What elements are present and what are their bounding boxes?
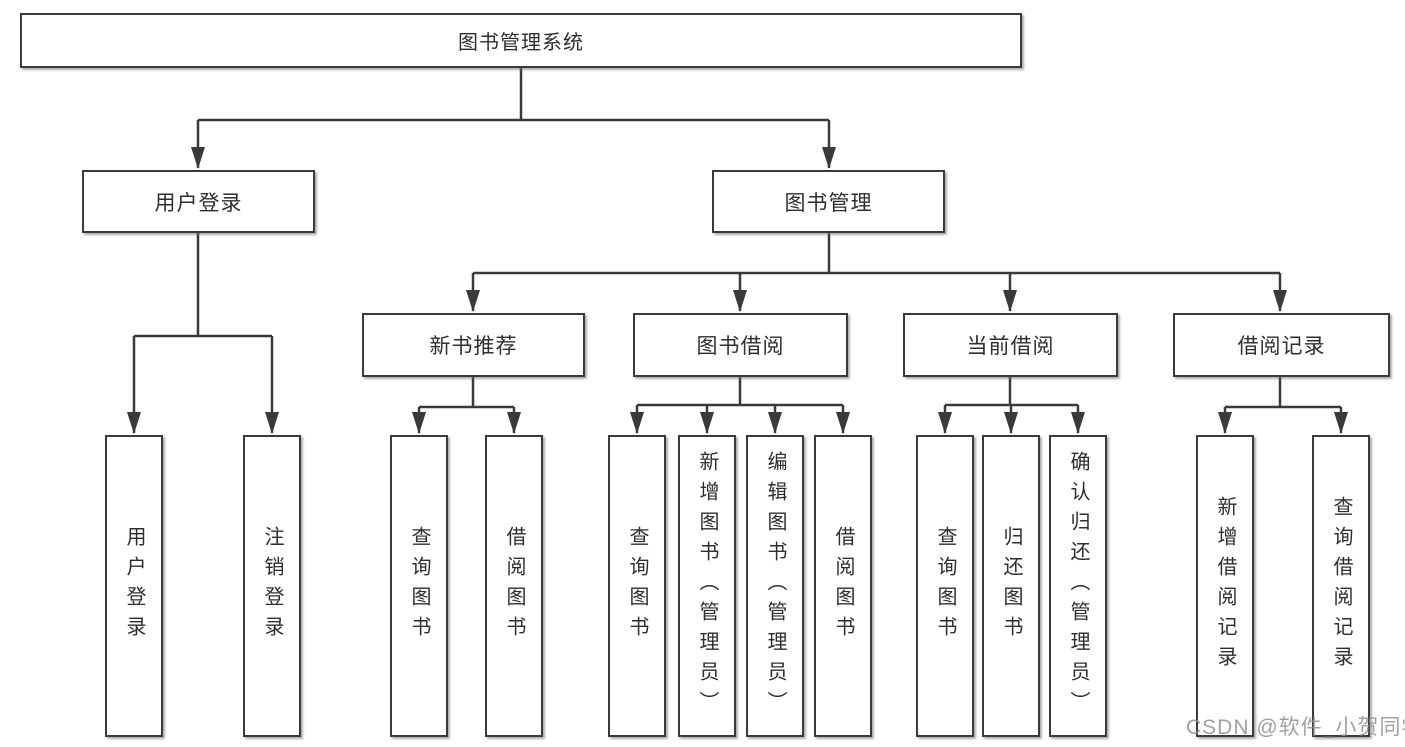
node-leaf-query-books-recommend-label: 查询图书 [408,526,430,646]
node-borrowing-records-label: 借阅记录 [1237,335,1326,358]
node-leaf-return-books-label: 归还图书 [1000,526,1022,646]
node-leaf-borrow-books: 借阅图书 [814,435,872,737]
node-leaf-add-borrow-record: 新增借阅记录 [1196,435,1254,737]
node-current-borrowing: 当前借阅 [903,313,1118,377]
node-user-login-label: 用户登录 [154,191,243,215]
node-book-management-label: 图书管理 [784,191,873,215]
node-leaf-query-borrow-record: 查询借阅记录 [1312,435,1370,737]
node-leaf-return-books: 归还图书 [982,435,1040,737]
node-leaf-borrow-books-recommend-label: 借阅图书 [503,526,525,646]
node-new-book-recommendation: 新书推荐 [362,313,585,377]
node-leaf-borrow-books-recommend: 借阅图书 [485,435,543,737]
node-leaf-query-books-borrow: 查询图书 [608,435,666,737]
node-leaf-query-books-borrow-label: 查询图书 [626,526,648,646]
node-leaf-logout-label: 注销登录 [261,526,283,646]
node-book-management: 图书管理 [712,170,945,233]
node-root-system: 图书管理系统 [20,13,1022,68]
node-book-borrowing-label: 图书借阅 [696,335,785,358]
node-root-label: 图书管理系统 [458,32,584,54]
node-leaf-confirm-return-admin-label: 确认归还（管理员） [1067,451,1089,721]
node-leaf-query-books-recommend: 查询图书 [390,435,448,737]
node-leaf-user-login: 用户登录 [105,435,163,737]
node-leaf-logout: 注销登录 [243,435,301,737]
node-leaf-add-borrow-record-label: 新增借阅记录 [1214,496,1236,676]
csdn-watermark: CSDN @软件_小贺同学 [1186,716,1405,739]
node-leaf-edit-book-admin: 编辑图书（管理员） [746,435,804,737]
node-leaf-query-borrow-record-label: 查询借阅记录 [1330,496,1352,676]
node-leaf-edit-book-admin-label: 编辑图书（管理员） [764,451,786,721]
node-borrowing-records: 借阅记录 [1173,313,1390,377]
node-leaf-query-books-current-label: 查询图书 [934,526,956,646]
node-leaf-query-books-current: 查询图书 [916,435,974,737]
node-leaf-confirm-return-admin: 确认归还（管理员） [1049,435,1107,737]
node-leaf-add-book-admin-label: 新增图书（管理员） [696,451,718,721]
node-current-borrowing-label: 当前借阅 [966,335,1055,358]
node-book-borrowing: 图书借阅 [633,313,848,377]
node-new-book-recommendation-label: 新书推荐 [429,335,518,358]
node-leaf-add-book-admin: 新增图书（管理员） [678,435,736,737]
node-user-login: 用户登录 [82,170,315,233]
node-leaf-user-login-label: 用户登录 [123,526,145,646]
node-leaf-borrow-books-label: 借阅图书 [832,526,854,646]
